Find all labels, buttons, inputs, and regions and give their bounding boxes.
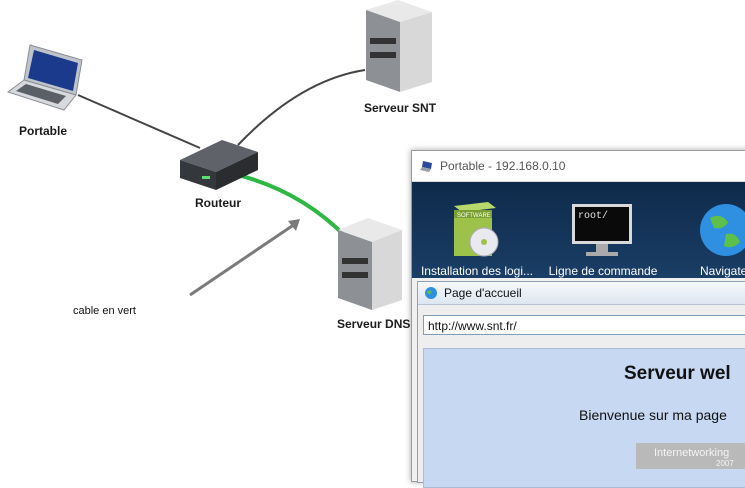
dialog-titlebar[interactable]: Page d'accueil [418, 282, 745, 305]
page-welcome-text: Bienvenue sur ma page [579, 407, 727, 423]
portable-window: Portable - 192.168.0.10 SOFTWARE Install… [411, 150, 745, 488]
annotation-arrowhead [288, 219, 300, 231]
globe-icon [700, 204, 745, 256]
web-page: Serveur wel Bienvenue sur ma page Intern… [423, 348, 745, 488]
snt-server-icon[interactable] [366, 0, 432, 92]
router-icon[interactable] [180, 140, 258, 190]
snt-server-label: Serveur SNT [364, 101, 437, 115]
cable-router-dns-green [233, 172, 348, 239]
annotation-text: cable en vert [73, 305, 136, 317]
laptop-label: Portable [19, 124, 68, 138]
dns-server-label: Serveur DNS [337, 317, 411, 331]
desktop: SOFTWARE Installation des logi... root/ … [412, 182, 745, 278]
window-title: Portable - 192.168.0.10 [440, 159, 566, 173]
internetworking-badge: Internetworking 2007 [636, 443, 745, 469]
cable-laptop-router [77, 94, 201, 149]
app-label-browser: Navigateur [699, 264, 745, 278]
dialog-title: Page d'accueil [444, 286, 522, 300]
software-badge: SOFTWARE [457, 213, 491, 219]
globe-small-icon [425, 287, 437, 299]
page-heading: Serveur wel [624, 363, 731, 384]
url-field[interactable]: http://www.snt.fr/ [423, 315, 745, 335]
laptop-icon[interactable] [6, 44, 83, 111]
router-label: Routeur [195, 196, 241, 210]
terminal-text: root/ [578, 210, 608, 222]
laptop-small-icon [420, 161, 432, 172]
app-label-install: Installation des logi... [420, 264, 534, 278]
badge-text: Internetworking [654, 447, 730, 459]
badge-year: 2007 [716, 459, 734, 468]
annotation-arrow [189, 222, 296, 297]
window-titlebar[interactable]: Portable - 192.168.0.10 [412, 151, 745, 182]
terminal-icon: root/ [572, 204, 632, 256]
app-label-command: Ligne de commande [548, 264, 658, 278]
network-diagram [6, 0, 432, 310]
dns-server-icon[interactable] [338, 218, 402, 310]
browser-dialog: Page d'accueil http://www.snt.fr/ Serveu… [417, 281, 745, 488]
software-box-icon: SOFTWARE [454, 202, 499, 257]
cable-router-snt [237, 69, 366, 146]
